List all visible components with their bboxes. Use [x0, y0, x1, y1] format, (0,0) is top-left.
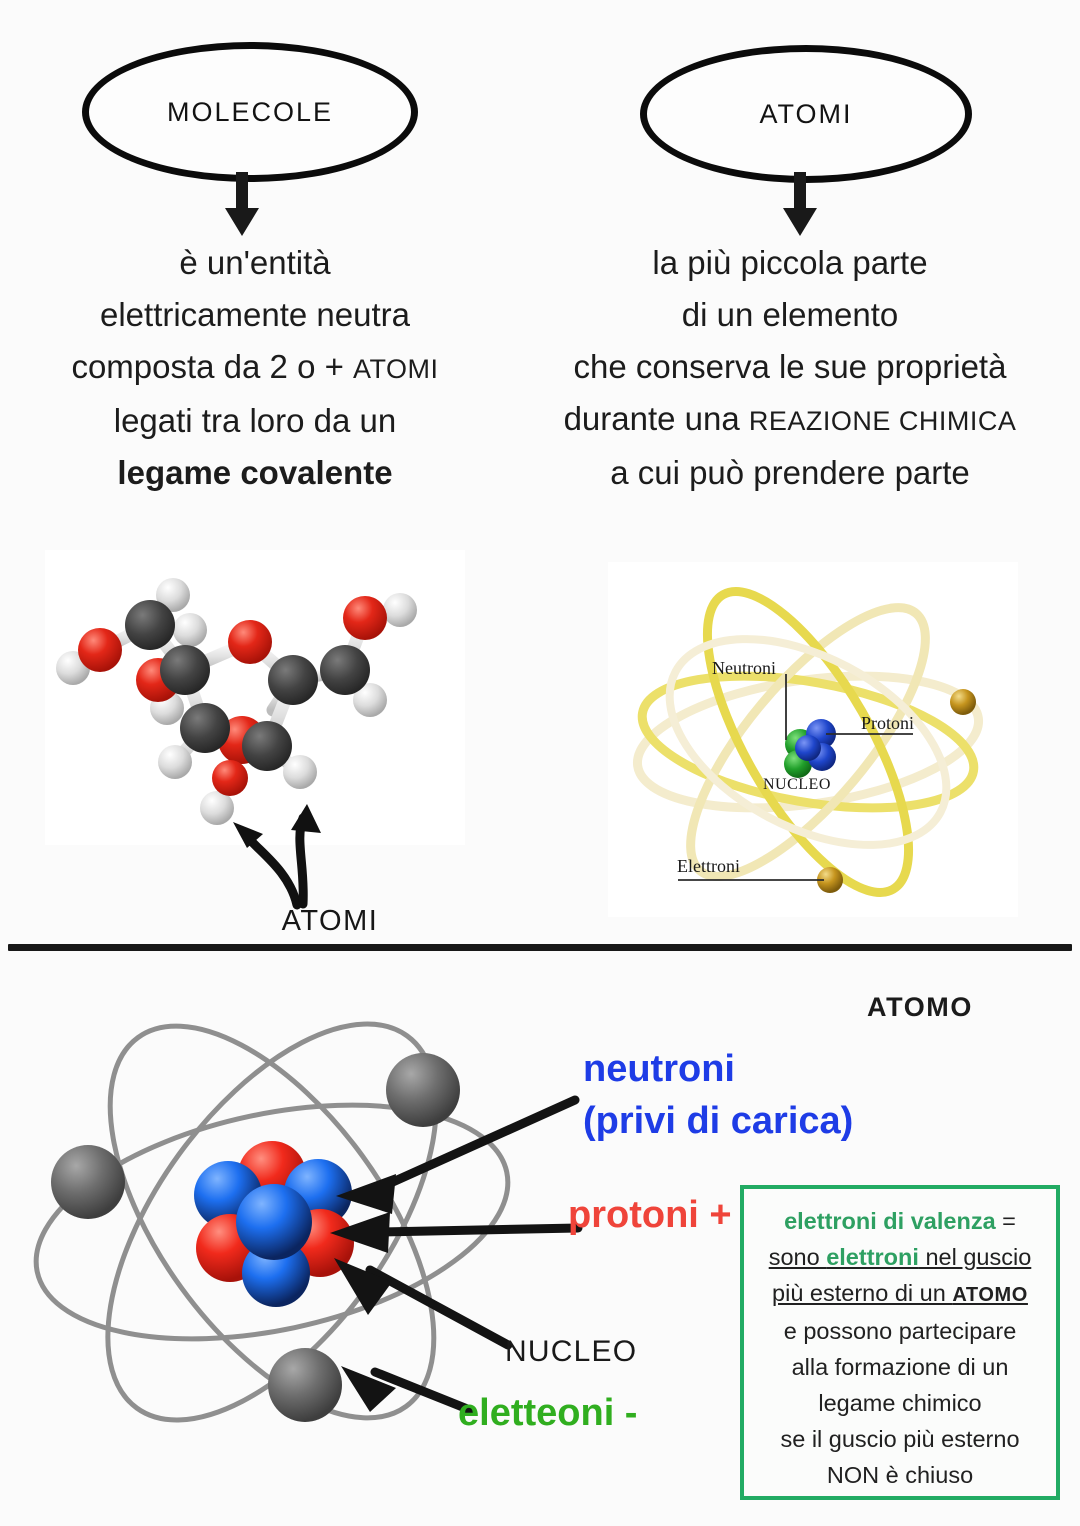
molecole-line-3-text: composta da 2 o + — [71, 348, 354, 385]
top-section: MOLECOLE ATOMI è un'entità elettricament… — [0, 42, 1080, 951]
atomi-line-4-smallcaps: REAZIONE CHIMICA — [748, 406, 1017, 436]
oval-atomi-label: ATOMI — [759, 98, 853, 129]
valenza-line-3: più esterno di un ATOMO — [744, 1275, 1056, 1313]
molecule-image — [45, 550, 465, 845]
valenza-line-2-b: nel guscio — [918, 1244, 1032, 1270]
electron-sphere-bottom — [268, 1348, 342, 1422]
valenza-line-2-green: elettroni — [826, 1244, 919, 1270]
oval-molecole: MOLECOLE — [82, 42, 418, 182]
label-neutroni-line2: (privi di carica) — [583, 1100, 854, 1142]
label-elettroni-small: Elettroni — [677, 856, 740, 876]
molecole-line-3-smallcaps: ATOMI — [353, 354, 439, 384]
label-neutroni: neutroni (privi di carica) — [583, 1043, 853, 1147]
label-protoni-small: Protoni — [861, 713, 914, 733]
nucleus-cluster — [194, 1141, 354, 1307]
atomi-line-3: che conserva le sue proprietà — [573, 348, 1007, 385]
valenza-line-2: sono elettroni nel guscio — [744, 1239, 1056, 1275]
label-nucleo-small: NUCLEO — [763, 776, 831, 793]
valenza-line-4: e possono partecipare — [783, 1318, 1017, 1344]
label-elettroni: eletteoni - — [458, 1392, 638, 1434]
atomi-line-4: durante una REAZIONE CHIMICA — [500, 393, 1080, 447]
arrow-down-molecole — [225, 172, 259, 236]
definition-atomi: la più piccola parte di un elemento che … — [500, 237, 1080, 499]
valenza-line-3-smallcaps: ATOMO — [952, 1284, 1028, 1306]
label-neutroni-line1: neutroni — [583, 1048, 735, 1090]
molecole-line-1: è un'entità — [179, 244, 331, 281]
atomi-line-2: di un elemento — [681, 296, 899, 333]
atom-image: Neutroni Protoni NUCLEO Elettroni — [608, 562, 1018, 917]
valenza-line-7: se il guscio più esterno — [780, 1426, 1020, 1452]
valenza-equals: = — [995, 1208, 1016, 1234]
valenza-line-3-a: più esterno di un — [772, 1280, 953, 1306]
arrows-to-atomi — [233, 804, 321, 910]
electron-sphere-top — [386, 1053, 460, 1127]
atomi-line-5: a cui può prendere parte — [610, 454, 970, 491]
label-protoni: protoni + — [568, 1194, 732, 1236]
label-nucleo: NUCLEO — [505, 1335, 638, 1368]
definition-molecole: è un'entità elettricamente neutra compos… — [0, 237, 510, 499]
valenza-green-term: elettroni di valenza — [784, 1208, 996, 1234]
valenza-line-1: elettroni di valenza = — [744, 1203, 1056, 1239]
molecole-line-5: legame covalente — [117, 454, 393, 491]
oval-molecole-label: MOLECOLE — [166, 96, 334, 127]
arrow-down-atomi — [783, 172, 817, 236]
oval-atomi: ATOMI — [640, 45, 972, 183]
valenza-line-5: alla formazione di un — [791, 1354, 1009, 1380]
atomi-line-4-text: durante una — [563, 400, 749, 437]
valenza-line-2-a: sono — [768, 1244, 827, 1270]
molecole-line-2: elettricamente neutra — [99, 296, 410, 333]
valenza-line-8: NON è chiuso — [826, 1462, 974, 1488]
page-title-atomo: ATOMO — [867, 992, 973, 1022]
atomi-line-1: la più piccola parte — [652, 244, 928, 281]
molecule-svg — [45, 550, 465, 845]
section-divider — [8, 944, 1072, 951]
electron-sphere-left — [51, 1145, 125, 1219]
label-neutroni-small: Neutroni — [712, 658, 776, 678]
molecole-line-4: legati tra loro da un — [113, 402, 397, 439]
atom-diagram-svg: Neutroni Protoni NUCLEO Elettroni — [608, 562, 1018, 917]
molecole-line-3: composta da 2 o + ATOMI — [0, 341, 510, 395]
atomi-caption: ATOMI — [281, 905, 379, 937]
valenza-note-box: elettroni di valenza = sono elettroni ne… — [740, 1185, 1060, 1500]
valenza-line-6: legame chimico — [818, 1390, 982, 1416]
